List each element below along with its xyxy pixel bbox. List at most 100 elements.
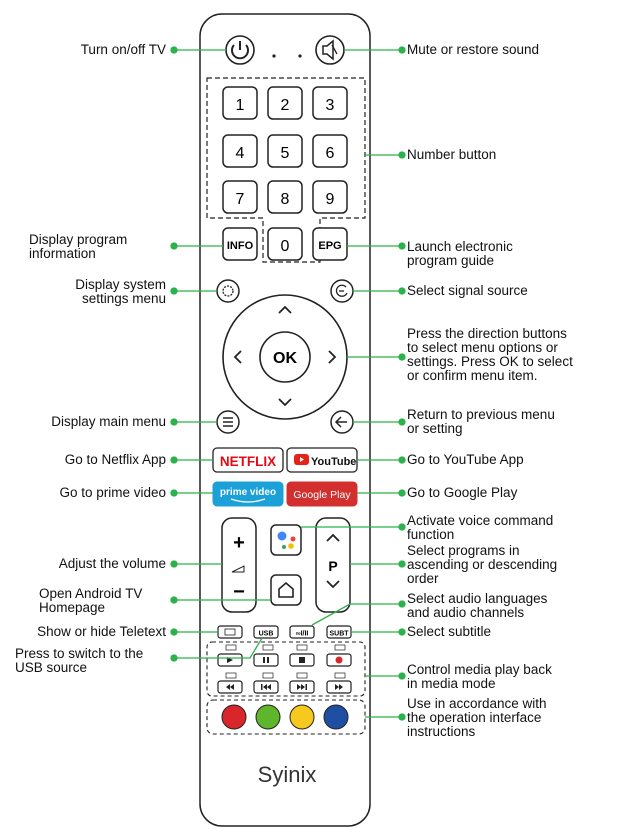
digit-button-0[interactable]: 0 [267, 227, 303, 261]
prime-video-button[interactable]: prime video [212, 481, 284, 507]
subtitle-button[interactable]: SUBT [326, 625, 352, 639]
usb-button[interactable]: USB [253, 625, 279, 639]
google-play-button[interactable]: Google Play [286, 481, 358, 507]
voice-callout-line2: function [407, 527, 455, 542]
program-down-arrow [326, 580, 340, 589]
direction-callout-line4: or confirm menu item. [407, 368, 538, 383]
ok-button[interactable]: OK [259, 331, 311, 383]
color-callout: Use in accordance with the operation int… [407, 697, 547, 739]
program-p-label: P [328, 558, 337, 574]
red-button[interactable] [221, 704, 247, 730]
volume-plus-label: + [233, 532, 245, 554]
info-callout: Display program information [29, 233, 159, 261]
settings-button[interactable] [216, 279, 240, 303]
digit-button-2[interactable]: 2 [267, 86, 303, 120]
digit-6-label: 6 [326, 145, 335, 162]
settings-callout: Display system settings menu [75, 278, 166, 306]
info-label: INFO [227, 240, 254, 252]
program-up-arrow [326, 533, 340, 542]
subtitle-label: SUBT [329, 631, 349, 638]
menu-callout: Display main menu [51, 414, 166, 429]
digit-button-9[interactable]: 9 [312, 180, 348, 214]
pause-button[interactable] [253, 653, 279, 667]
teletext-button[interactable] [217, 625, 243, 639]
digit-button-4[interactable]: 4 [222, 134, 258, 168]
color-callout-line3: instructions [407, 724, 476, 739]
next-button[interactable] [289, 680, 315, 694]
back-button[interactable] [330, 410, 354, 434]
record-button[interactable] [326, 653, 352, 667]
epg-button[interactable]: EPG [312, 227, 348, 261]
digit-0-label: 0 [281, 238, 290, 255]
mute-callout: Mute or restore sound [407, 42, 540, 57]
settings-callout-line1: Display system [75, 277, 166, 292]
digit-button-3[interactable]: 3 [312, 86, 348, 120]
program-callout: Select programs in ascending or descendi… [407, 544, 557, 586]
program-callout-line1: Select programs in [407, 543, 520, 558]
digit-2-label: 2 [281, 97, 290, 114]
green-button[interactable] [255, 704, 281, 730]
digit-button-6[interactable]: 6 [312, 134, 348, 168]
netflix-callout: Go to Netflix App [64, 452, 166, 467]
menu-button[interactable] [216, 410, 240, 434]
media-callout: Control media play back in media mode [407, 663, 552, 691]
direction-callout-line1: Press the direction buttons [407, 326, 567, 341]
google-play-logo-text: Google Play [293, 489, 351, 501]
volume-rocker[interactable]: + − [221, 517, 257, 613]
volume-callout: Adjust the volume [58, 556, 166, 571]
play-button[interactable] [217, 653, 243, 667]
youtube-callout: Go to YouTube App [407, 452, 524, 467]
color-buttons-region [206, 699, 366, 735]
back-callout-line1: Return to previous menu [407, 407, 555, 422]
epg-callout-line1: Launch electronic [407, 239, 513, 254]
teletext-callout: Show or hide Teletext [37, 624, 166, 639]
google-assistant-button[interactable] [270, 524, 302, 556]
home-button[interactable] [270, 574, 302, 606]
direction-callout-line3: settings. Press OK to select [407, 354, 573, 369]
epg-callout-line2: program guide [407, 253, 495, 268]
number-callout: Number button [407, 147, 497, 162]
digit-button-5[interactable]: 5 [267, 134, 303, 168]
digit-3-label: 3 [326, 97, 335, 114]
audio-callout-line2: and audio channels [407, 605, 525, 620]
program-rocker[interactable]: P [315, 517, 351, 613]
prime-callout: Go to prime video [59, 485, 166, 500]
direction-callout: Press the direction buttons to select me… [407, 327, 573, 383]
audio-button[interactable]: ∞I/II [289, 625, 315, 639]
rewind-button[interactable] [217, 680, 243, 694]
netflix-button[interactable]: NETFLIX [212, 447, 284, 473]
power-button[interactable] [225, 35, 255, 65]
netflix-logo-text: NETFLIX [220, 454, 276, 469]
digit-button-8[interactable]: 8 [267, 180, 303, 214]
mute-button[interactable] [315, 35, 345, 65]
voice-callout: Activate voice command function [407, 514, 553, 542]
dpad-down-arrow [278, 398, 292, 407]
blue-button[interactable] [323, 704, 349, 730]
dpad-left-arrow [233, 350, 242, 364]
usb-callout: Press to switch to the USB source [15, 647, 143, 675]
fast-forward-button[interactable] [326, 680, 352, 694]
home-callout: Open Android TV Homepage [39, 587, 142, 615]
digit-button-7[interactable]: 7 [222, 180, 258, 214]
usb-label: USB [259, 631, 274, 638]
number-pad-region [206, 77, 366, 263]
youtube-logo-text: YouTube [311, 456, 356, 468]
previous-button[interactable] [253, 680, 279, 694]
home-callout-line1: Open Android TV [39, 586, 143, 601]
color-callout-line1: Use in accordance with [407, 696, 547, 711]
digit-button-1[interactable]: 1 [222, 86, 258, 120]
info-button[interactable]: INFO [222, 227, 258, 261]
prime-video-logo-text: prime video [220, 487, 276, 498]
stop-button[interactable] [289, 653, 315, 667]
youtube-button[interactable]: YouTube [286, 447, 358, 473]
volume-minus-label: − [233, 581, 245, 603]
media-callout-line1: Control media play back [407, 662, 552, 677]
media-callout-line2: in media mode [407, 676, 496, 691]
usb-callout-line1: Press to switch to the [15, 646, 144, 661]
ok-label: OK [273, 350, 297, 367]
info-callout-line1: Display program [29, 232, 128, 247]
source-button[interactable] [330, 279, 354, 303]
yellow-button[interactable] [289, 704, 315, 730]
brand-logo: Syinix [258, 762, 317, 787]
